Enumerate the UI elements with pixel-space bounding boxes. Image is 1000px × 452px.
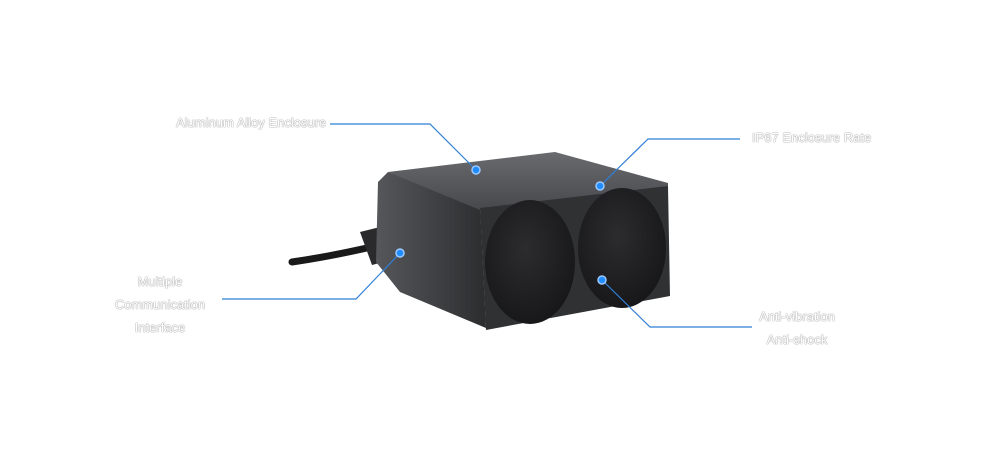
callout-interface-line3: Interface xyxy=(134,320,186,335)
callout-line-enclosure xyxy=(330,123,477,171)
callout-line-vibration xyxy=(601,279,752,328)
lens-left xyxy=(485,200,575,324)
dot-vibration xyxy=(597,275,607,285)
callout-interface-line1: Multiple xyxy=(137,274,183,289)
callout-vibration: Anti-vibration Anti-shock xyxy=(747,305,847,351)
callout-vibration-line2: Anti-shock xyxy=(766,332,828,347)
callout-line-interface xyxy=(222,252,401,300)
dot-enclosure xyxy=(471,165,481,175)
callout-interface-line2: Communication xyxy=(114,297,206,312)
callout-interface: Multiple Communication Interface xyxy=(110,270,210,339)
dot-ip xyxy=(595,181,605,191)
lens-right xyxy=(578,188,666,308)
callout-lines xyxy=(222,123,752,328)
callout-line-ip xyxy=(599,138,740,187)
callout-enclosure: Aluminum Alloy Enclosure xyxy=(176,115,327,130)
dot-interface xyxy=(395,248,405,258)
callout-dots xyxy=(395,165,607,285)
callout-vibration-line1: Anti-vibration xyxy=(759,309,835,324)
callout-ip-rating: IP67 Enclosure Rate xyxy=(752,130,872,145)
enclosure-side xyxy=(376,172,486,328)
